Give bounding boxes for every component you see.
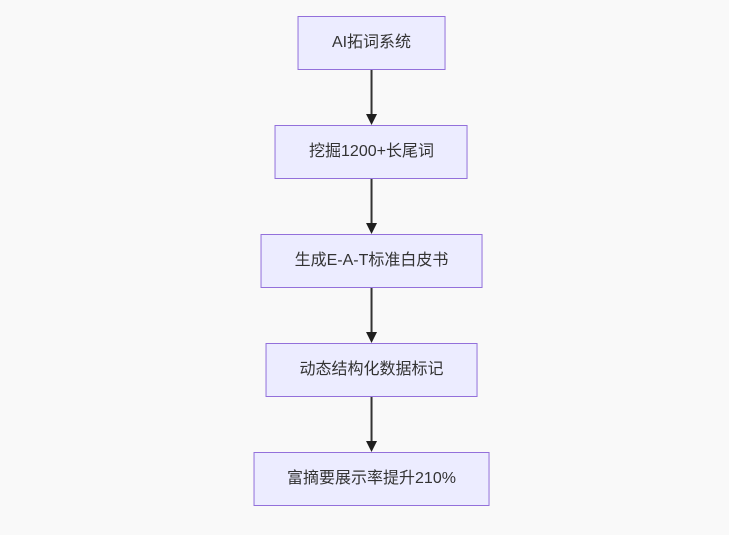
arrow-down-icon (366, 179, 377, 234)
flow-node-1-label: AI拓词系统 (331, 34, 412, 51)
flow-node-3-label: 生成E-A-T标准白皮书 (294, 252, 449, 269)
flow-node-2: 挖掘1200+长尾词 (275, 125, 468, 179)
flow-node-3: 生成E-A-T标准白皮书 (260, 234, 483, 288)
flow-node-4-label: 动态结构化数据标记 (299, 361, 444, 378)
flow-node-5: 富摘要展示率提升210% (253, 452, 490, 506)
flow-node-4: 动态结构化数据标记 (265, 343, 478, 397)
flowchart: AI拓词系统 挖掘1200+长尾词 生成E-A-T标准白皮书 动态结构化数据标记… (253, 16, 490, 506)
flow-node-1: AI拓词系统 (297, 16, 446, 70)
arrow-down-icon (366, 70, 377, 125)
arrow-down-icon (366, 397, 377, 452)
flow-node-2-label: 挖掘1200+长尾词 (309, 143, 434, 160)
flow-node-5-label: 富摘要展示率提升210% (287, 470, 456, 487)
arrow-down-icon (366, 288, 377, 343)
